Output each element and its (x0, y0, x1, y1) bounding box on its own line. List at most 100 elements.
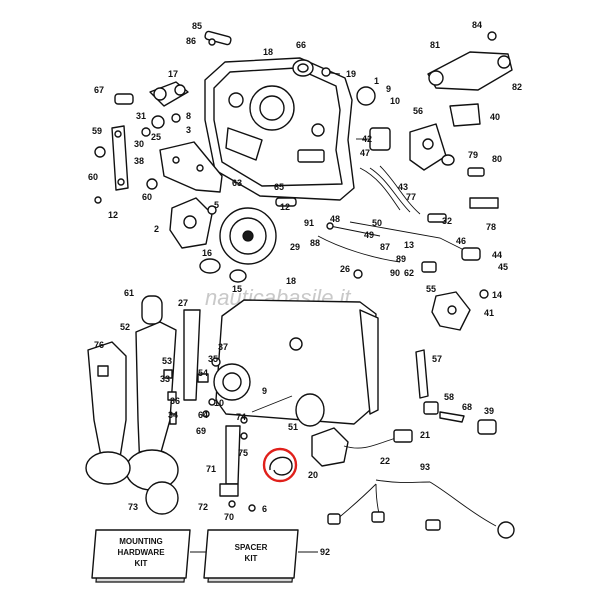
part-3 (151, 115, 165, 129)
housing-upper (204, 57, 355, 201)
part-56-switch (356, 127, 391, 151)
callout-65: 65 (274, 182, 284, 192)
callout-33: 33 (160, 374, 170, 384)
callout-40: 40 (490, 112, 500, 122)
housing-cover-lower (215, 299, 379, 425)
part-5 (207, 205, 217, 215)
part-33 (163, 369, 173, 379)
callout-66: 66 (296, 40, 306, 50)
callout-91: 91 (304, 218, 314, 228)
callout-67: 67 (94, 85, 104, 95)
callout-1: 1 (374, 76, 379, 86)
callout-51: 51 (288, 422, 298, 432)
callout-93: 93 (420, 462, 430, 472)
part-39 (477, 419, 497, 435)
callout-10b: 10 (214, 398, 224, 408)
callout-81: 81 (430, 40, 440, 50)
callout-70: 70 (224, 512, 234, 522)
part-74 (240, 416, 248, 424)
callout-63: 63 (232, 178, 242, 188)
wire-88-89 (317, 222, 401, 263)
callout-80: 80 (492, 154, 502, 164)
callout-60: 60 (88, 172, 98, 182)
part-40 (449, 103, 481, 127)
callout-9: 9 (386, 84, 391, 94)
part-9-bolt (251, 395, 293, 413)
part-37-ring (213, 363, 251, 401)
callout-58: 58 (444, 392, 454, 402)
callout-10: 10 (390, 96, 400, 106)
mounting-kit-line3: KIT (135, 559, 148, 568)
callout-48: 48 (330, 214, 340, 224)
part-12-screw (94, 196, 102, 204)
callout-73: 73 (128, 502, 138, 512)
callout-20: 20 (308, 470, 318, 480)
part-62 (421, 261, 437, 273)
callout-12b: 12 (280, 202, 290, 212)
callout-61: 61 (124, 288, 134, 298)
part-52-handle (125, 321, 179, 491)
callout-34: 34 (168, 410, 178, 420)
part-60b (146, 178, 158, 190)
part-2-cam (169, 197, 213, 249)
mounting-kit-line2: HARDWARE (117, 548, 165, 557)
callout-26: 26 (340, 264, 350, 274)
part-34 (169, 413, 177, 425)
part-31-clip (262, 447, 298, 483)
callout-90: 90 (390, 268, 400, 278)
callout-79: 79 (468, 150, 478, 160)
part-32 (427, 213, 447, 223)
callout-71: 71 (206, 464, 216, 474)
callout-77: 77 (406, 192, 416, 202)
part-93-harness (327, 479, 515, 539)
wire-harness-47 (359, 165, 421, 215)
part-66 (292, 59, 314, 77)
callout-2: 2 (154, 224, 159, 234)
part-15 (229, 269, 247, 283)
part-61-tube (141, 295, 163, 325)
callout-31b: 31 (136, 111, 146, 121)
part-64 (202, 410, 210, 418)
part-81-82 (427, 31, 513, 91)
part-54 (197, 373, 209, 383)
callout-37: 37 (218, 342, 228, 352)
part-76-handle (85, 341, 131, 485)
callout-64: 64 (198, 410, 208, 420)
callout-15: 15 (232, 284, 242, 294)
callout-18b: 18 (286, 276, 296, 286)
callout-88: 88 (310, 238, 320, 248)
callout-42: 42 (362, 134, 372, 144)
callout-27: 27 (178, 298, 188, 308)
callout-74: 74 (236, 412, 246, 422)
callout-22: 22 (380, 456, 390, 466)
callout-labels: 85 86 18 66 19 9 10 1 17 67 8 3 25 31 59… (88, 20, 522, 522)
callout-12: 12 (108, 210, 118, 220)
callout-62: 62 (404, 268, 414, 278)
part-8 (171, 113, 181, 123)
part-46-cable (349, 221, 481, 261)
callout-69: 69 (196, 426, 206, 436)
part-14 (479, 289, 489, 299)
callout-56: 56 (413, 106, 423, 116)
part-20-switch (311, 427, 413, 467)
spacer-kit-box: SPACER KIT 92 (203, 529, 330, 583)
part-41-55 (431, 291, 471, 331)
callout-87: 87 (380, 242, 390, 252)
callout-89: 89 (396, 254, 406, 264)
spacer-kit-line1: SPACER (235, 543, 268, 552)
callout-5: 5 (214, 200, 219, 210)
callout-9b: 9 (262, 386, 267, 396)
callout-41: 41 (484, 308, 494, 318)
part-75 (240, 432, 248, 440)
callout-55: 55 (426, 284, 436, 294)
callout-19: 19 (346, 69, 356, 79)
callout-30: 30 (134, 139, 144, 149)
callout-68: 68 (462, 402, 472, 412)
part-59-lever (111, 125, 129, 191)
part-10 (208, 398, 216, 406)
callout-13: 13 (404, 240, 414, 250)
callout-50: 50 (372, 218, 382, 228)
callout-18: 18 (263, 47, 273, 57)
part-35 (211, 357, 221, 367)
